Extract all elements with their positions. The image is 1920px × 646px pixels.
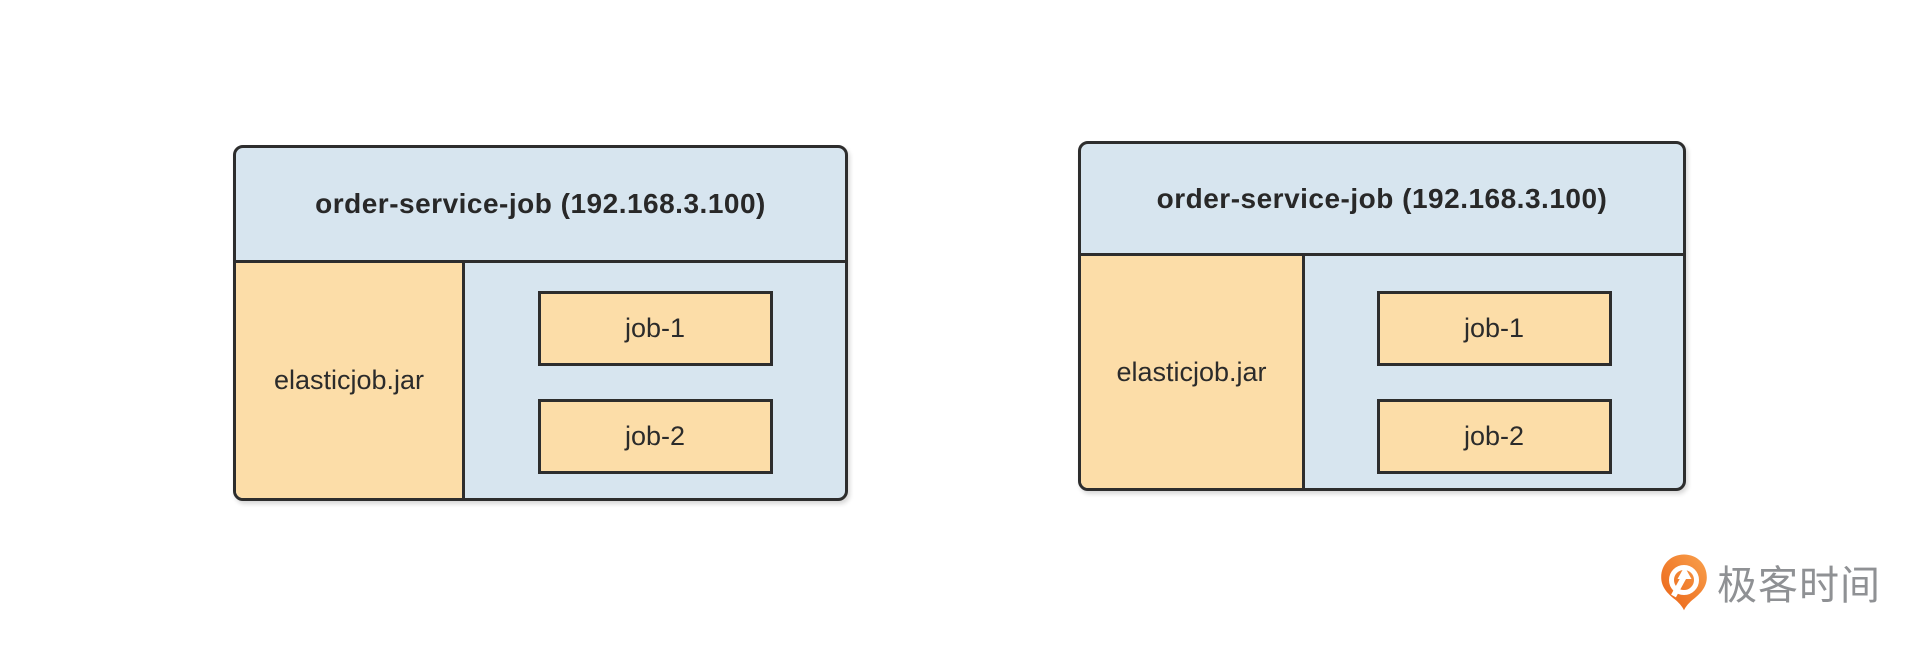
jobs-cell: job-1 job-2 (1305, 256, 1683, 488)
geektime-logo-text: 极客时间 (1717, 564, 1881, 608)
node-title: order-service-job (192.168.3.100) (1156, 182, 1608, 214)
node-header: order-service-job (192.168.3.100) (1081, 144, 1683, 256)
node-header: order-service-job (192.168.3.100) (236, 148, 845, 263)
geektime-logo: 极客时间 (1660, 553, 1881, 619)
job-box: job-1 (1376, 291, 1612, 366)
job-label: job-2 (1463, 421, 1525, 451)
jar-label: elasticjob.jar (1116, 356, 1267, 387)
jar-cell: elasticjob.jar (1081, 256, 1305, 488)
jar-cell: elasticjob.jar (236, 263, 465, 498)
jar-label: elasticjob.jar (273, 365, 425, 395)
node-body: elasticjob.jar job-1 job-2 (236, 263, 845, 498)
job-box: job-1 (537, 291, 773, 366)
job-label: job-1 (1463, 313, 1525, 343)
job-label: job-1 (624, 313, 686, 343)
job-box: job-2 (1376, 399, 1612, 474)
geektime-pin-icon (1661, 554, 1707, 611)
job-label: job-2 (624, 421, 686, 451)
jobs-cell: job-1 job-2 (465, 263, 845, 498)
service-node-right: order-service-job (192.168.3.100) elasti… (1078, 141, 1686, 491)
job-box: job-2 (537, 399, 773, 474)
node-body: elasticjob.jar job-1 job-2 (1081, 256, 1683, 488)
service-node-left: order-service-job (192.168.3.100) elasti… (233, 145, 848, 501)
node-title: order-service-job (192.168.3.100) (315, 188, 766, 219)
